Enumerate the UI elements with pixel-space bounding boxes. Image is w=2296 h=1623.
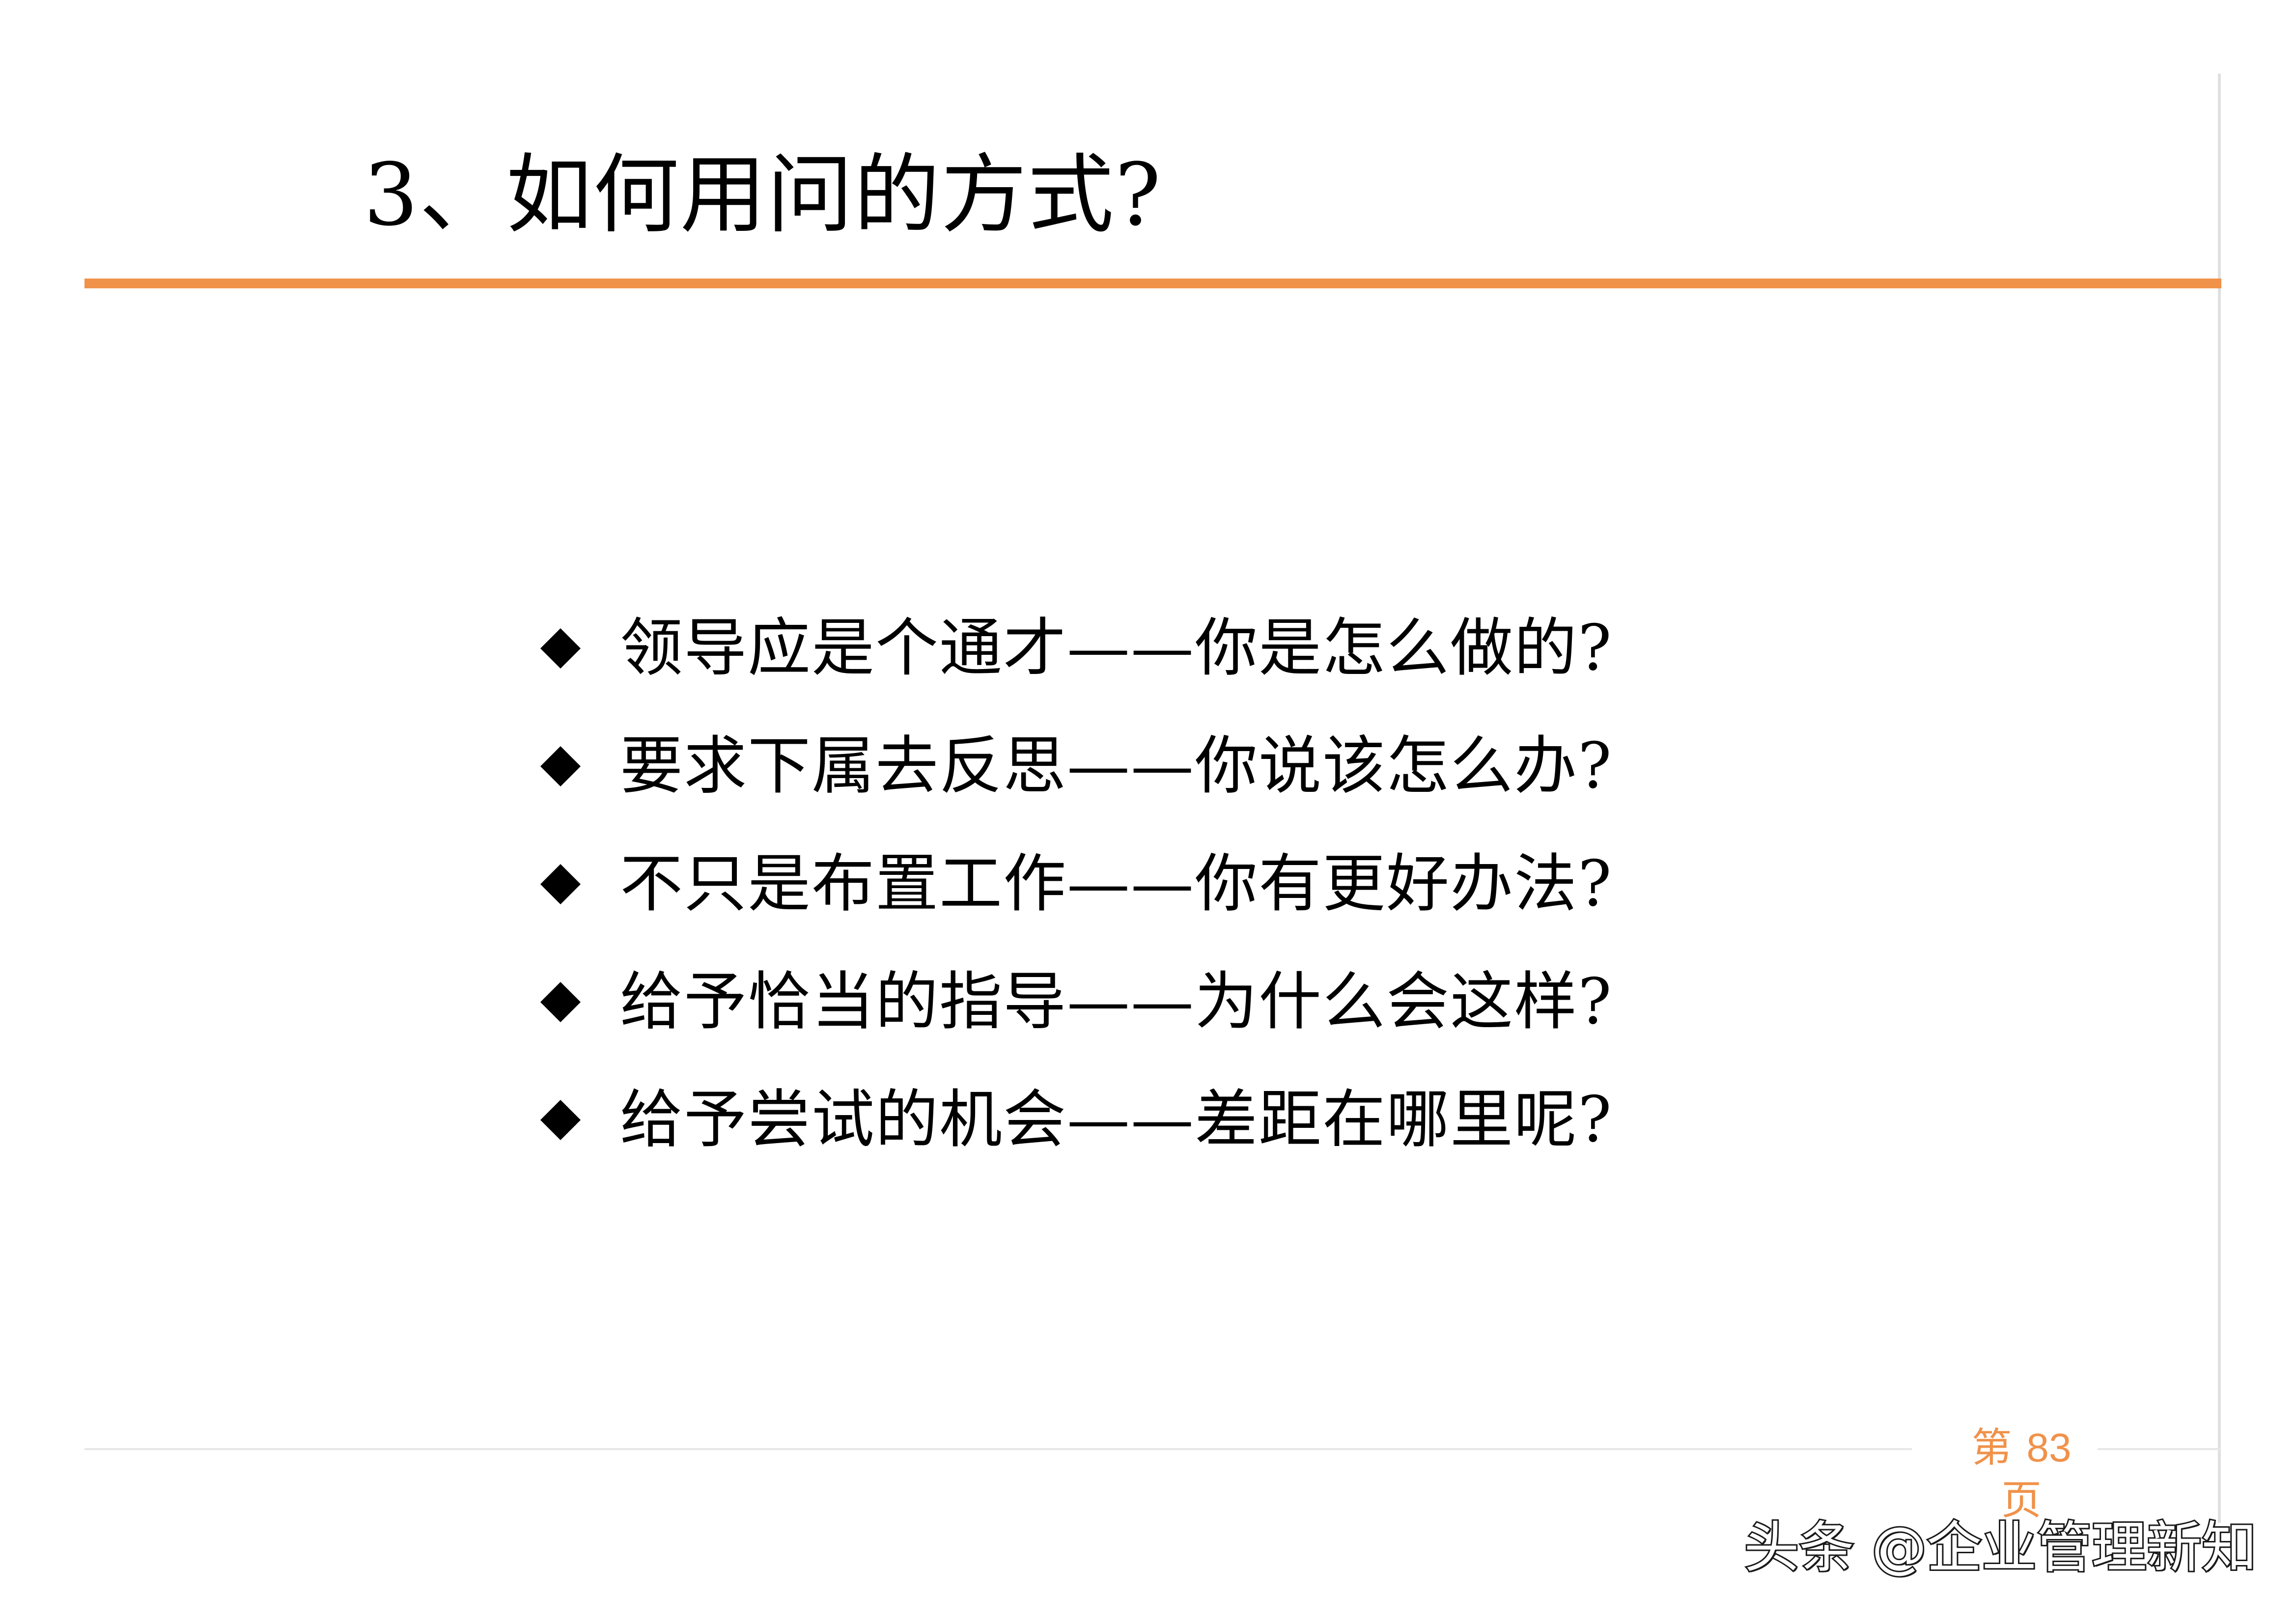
- bullet-text: 领导应是个通才——你是怎么做的?: [620, 612, 1613, 685]
- list-item: 给予尝试的机会——差距在哪里呢?: [540, 1061, 1719, 1179]
- slide-title: 3、如何用问的方式?: [364, 145, 1162, 245]
- list-item: 领导应是个通才——你是怎么做的?: [540, 589, 1719, 707]
- footer-divider-right: [2098, 1448, 2220, 1450]
- list-item: 不只是布置工作——你有更好办法?: [540, 825, 1719, 943]
- page-label-suffix: 页: [2001, 1478, 2042, 1523]
- watermark: 头条 @企业管理新知: [1742, 1516, 2258, 1580]
- bullet-text: 要求下属去反思——你说该怎么办?: [620, 729, 1613, 803]
- bullet-text: 不只是布置工作——你有更好办法?: [620, 847, 1613, 921]
- bullet-text: 给予尝试的机会——差距在哪里呢?: [620, 1083, 1613, 1156]
- list-item: 要求下属去反思——你说该怎么办?: [540, 707, 1719, 825]
- page-label-prefix: 第: [1971, 1426, 2012, 1470]
- list-item: 给予恰当的指导——为什么会这样?: [540, 943, 1719, 1061]
- diamond-bullet-icon: [540, 982, 581, 1022]
- diamond-bullet-icon: [540, 746, 581, 786]
- title-underline: [84, 279, 2221, 288]
- bullet-text: 给予恰当的指导——为什么会这样?: [620, 965, 1613, 1038]
- diamond-bullet-icon: [540, 1100, 581, 1140]
- diamond-bullet-icon: [540, 628, 581, 669]
- slide-right-border: [2218, 74, 2221, 1523]
- footer-divider-left: [84, 1448, 1912, 1450]
- page-number-value: 83: [2026, 1426, 2072, 1470]
- page-number: 第 83 页: [1958, 1422, 2085, 1527]
- diamond-bullet-icon: [540, 864, 581, 904]
- bullet-list: 领导应是个通才——你是怎么做的? 要求下属去反思——你说该怎么办? 不只是布置工…: [540, 589, 1719, 1179]
